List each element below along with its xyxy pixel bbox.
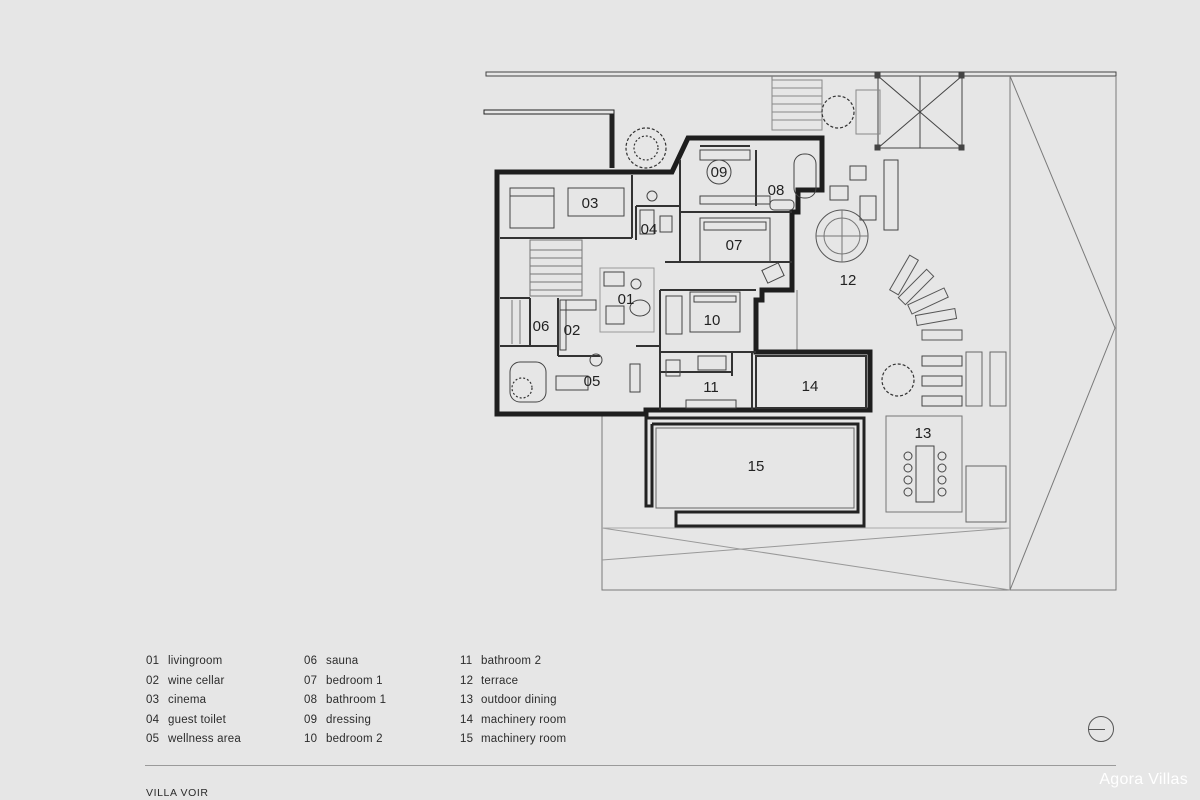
stairs (529, 239, 583, 297)
room-label-08: 08 (768, 182, 785, 199)
room-label-15: 15 (748, 458, 765, 475)
interior-walls (500, 145, 792, 410)
room-label-04: 04 (641, 221, 658, 238)
project-title: VILLA VOIR (146, 787, 209, 799)
room-label-10: 10 (704, 312, 721, 329)
watermark: Agora Villas (1099, 771, 1188, 788)
room-label-12: 12 (840, 272, 857, 289)
room-label-06: 06 (533, 318, 550, 335)
room-labels: 01 02 03 04 05 06 07 08 09 10 11 12 13 1… (533, 164, 932, 475)
room-label-05: 05 (584, 373, 601, 390)
room-label-11: 11 (703, 379, 719, 396)
trees (511, 95, 915, 399)
building-outline (494, 135, 873, 417)
room-label-02: 02 (564, 322, 581, 339)
room-label-14: 14 (802, 378, 819, 395)
north-arrow-icon (1088, 716, 1114, 742)
room-label-03: 03 (582, 195, 599, 212)
room-label-09: 09 (711, 164, 728, 181)
site-lines (485, 71, 1117, 591)
room-label-07: 07 (726, 237, 743, 254)
footer-divider (145, 765, 1116, 766)
room-label-13: 13 (915, 425, 932, 442)
room-label-01: 01 (618, 291, 635, 308)
boundary-wall (486, 109, 615, 168)
loungers (888, 254, 963, 341)
furniture (509, 72, 1007, 528)
